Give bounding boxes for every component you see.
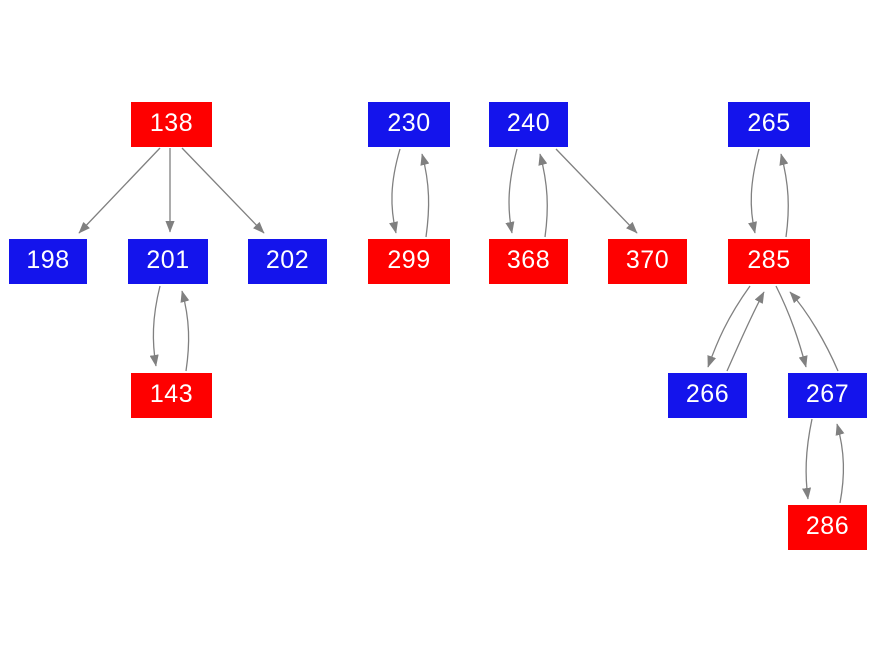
graph-edge-138-to-202 xyxy=(181,147,265,234)
graph-edge-143-to-201 xyxy=(180,290,190,372)
graph-node-label: 201 xyxy=(146,246,190,274)
graph-edge-285-to-265 xyxy=(779,153,789,238)
graph-node-143[interactable]: 143 xyxy=(131,373,212,418)
graph-node-label: 202 xyxy=(265,246,310,274)
graph-node-label: 286 xyxy=(805,512,850,540)
graph-node-368[interactable]: 368 xyxy=(489,239,568,284)
graph-node-299[interactable]: 299 xyxy=(368,239,450,284)
graph-node-201[interactable]: 201 xyxy=(128,239,208,284)
graph-node-label: 230 xyxy=(387,109,431,137)
graph-node-286[interactable]: 286 xyxy=(788,505,867,550)
edges-group xyxy=(78,147,845,504)
graph-node-230[interactable]: 230 xyxy=(368,102,450,147)
graph-node-label: 370 xyxy=(625,246,670,274)
graph-node-370[interactable]: 370 xyxy=(608,239,687,284)
graph-node-label: 285 xyxy=(747,246,791,274)
graph-node-label: 265 xyxy=(747,109,791,137)
graph-node-198[interactable]: 198 xyxy=(9,239,87,284)
graph-edge-286-to-267 xyxy=(835,423,845,504)
graph-node-label: 143 xyxy=(149,380,194,408)
graph-edge-240-to-370 xyxy=(555,148,638,234)
graph-edge-299-to-230 xyxy=(420,153,430,238)
graph-node-138[interactable]: 138 xyxy=(131,102,212,147)
graph-edge-267-to-285 xyxy=(789,291,839,372)
graph-edge-240-to-368 xyxy=(505,148,518,234)
graph-node-label: 138 xyxy=(149,109,194,137)
graph-node-265[interactable]: 265 xyxy=(728,102,810,147)
graph-edge-138-to-198 xyxy=(78,147,161,234)
graph-node-266[interactable]: 266 xyxy=(668,373,747,418)
graph-node-label: 299 xyxy=(387,246,431,274)
graph-node-240[interactable]: 240 xyxy=(489,102,568,147)
graph-node-label: 368 xyxy=(506,246,551,274)
graph-edge-285-to-267 xyxy=(775,285,808,368)
graph-edge-368-to-240 xyxy=(538,153,548,238)
graph-node-202[interactable]: 202 xyxy=(248,239,327,284)
graph-edge-201-to-143 xyxy=(149,285,161,367)
graph-node-label: 267 xyxy=(805,380,850,408)
graph-edge-285-to-266 xyxy=(707,285,751,368)
graph-node-267[interactable]: 267 xyxy=(788,373,867,418)
graph-edge-265-to-285 xyxy=(748,148,760,234)
graph-node-285[interactable]: 285 xyxy=(728,239,810,284)
graph-edge-230-to-299 xyxy=(389,148,401,234)
graph-node-label: 198 xyxy=(26,246,70,274)
graph-node-label: 266 xyxy=(685,380,730,408)
graph-edge-266-to-285 xyxy=(726,291,765,372)
graph-edge-267-to-286 xyxy=(802,418,813,500)
graph-node-label: 240 xyxy=(506,109,551,137)
